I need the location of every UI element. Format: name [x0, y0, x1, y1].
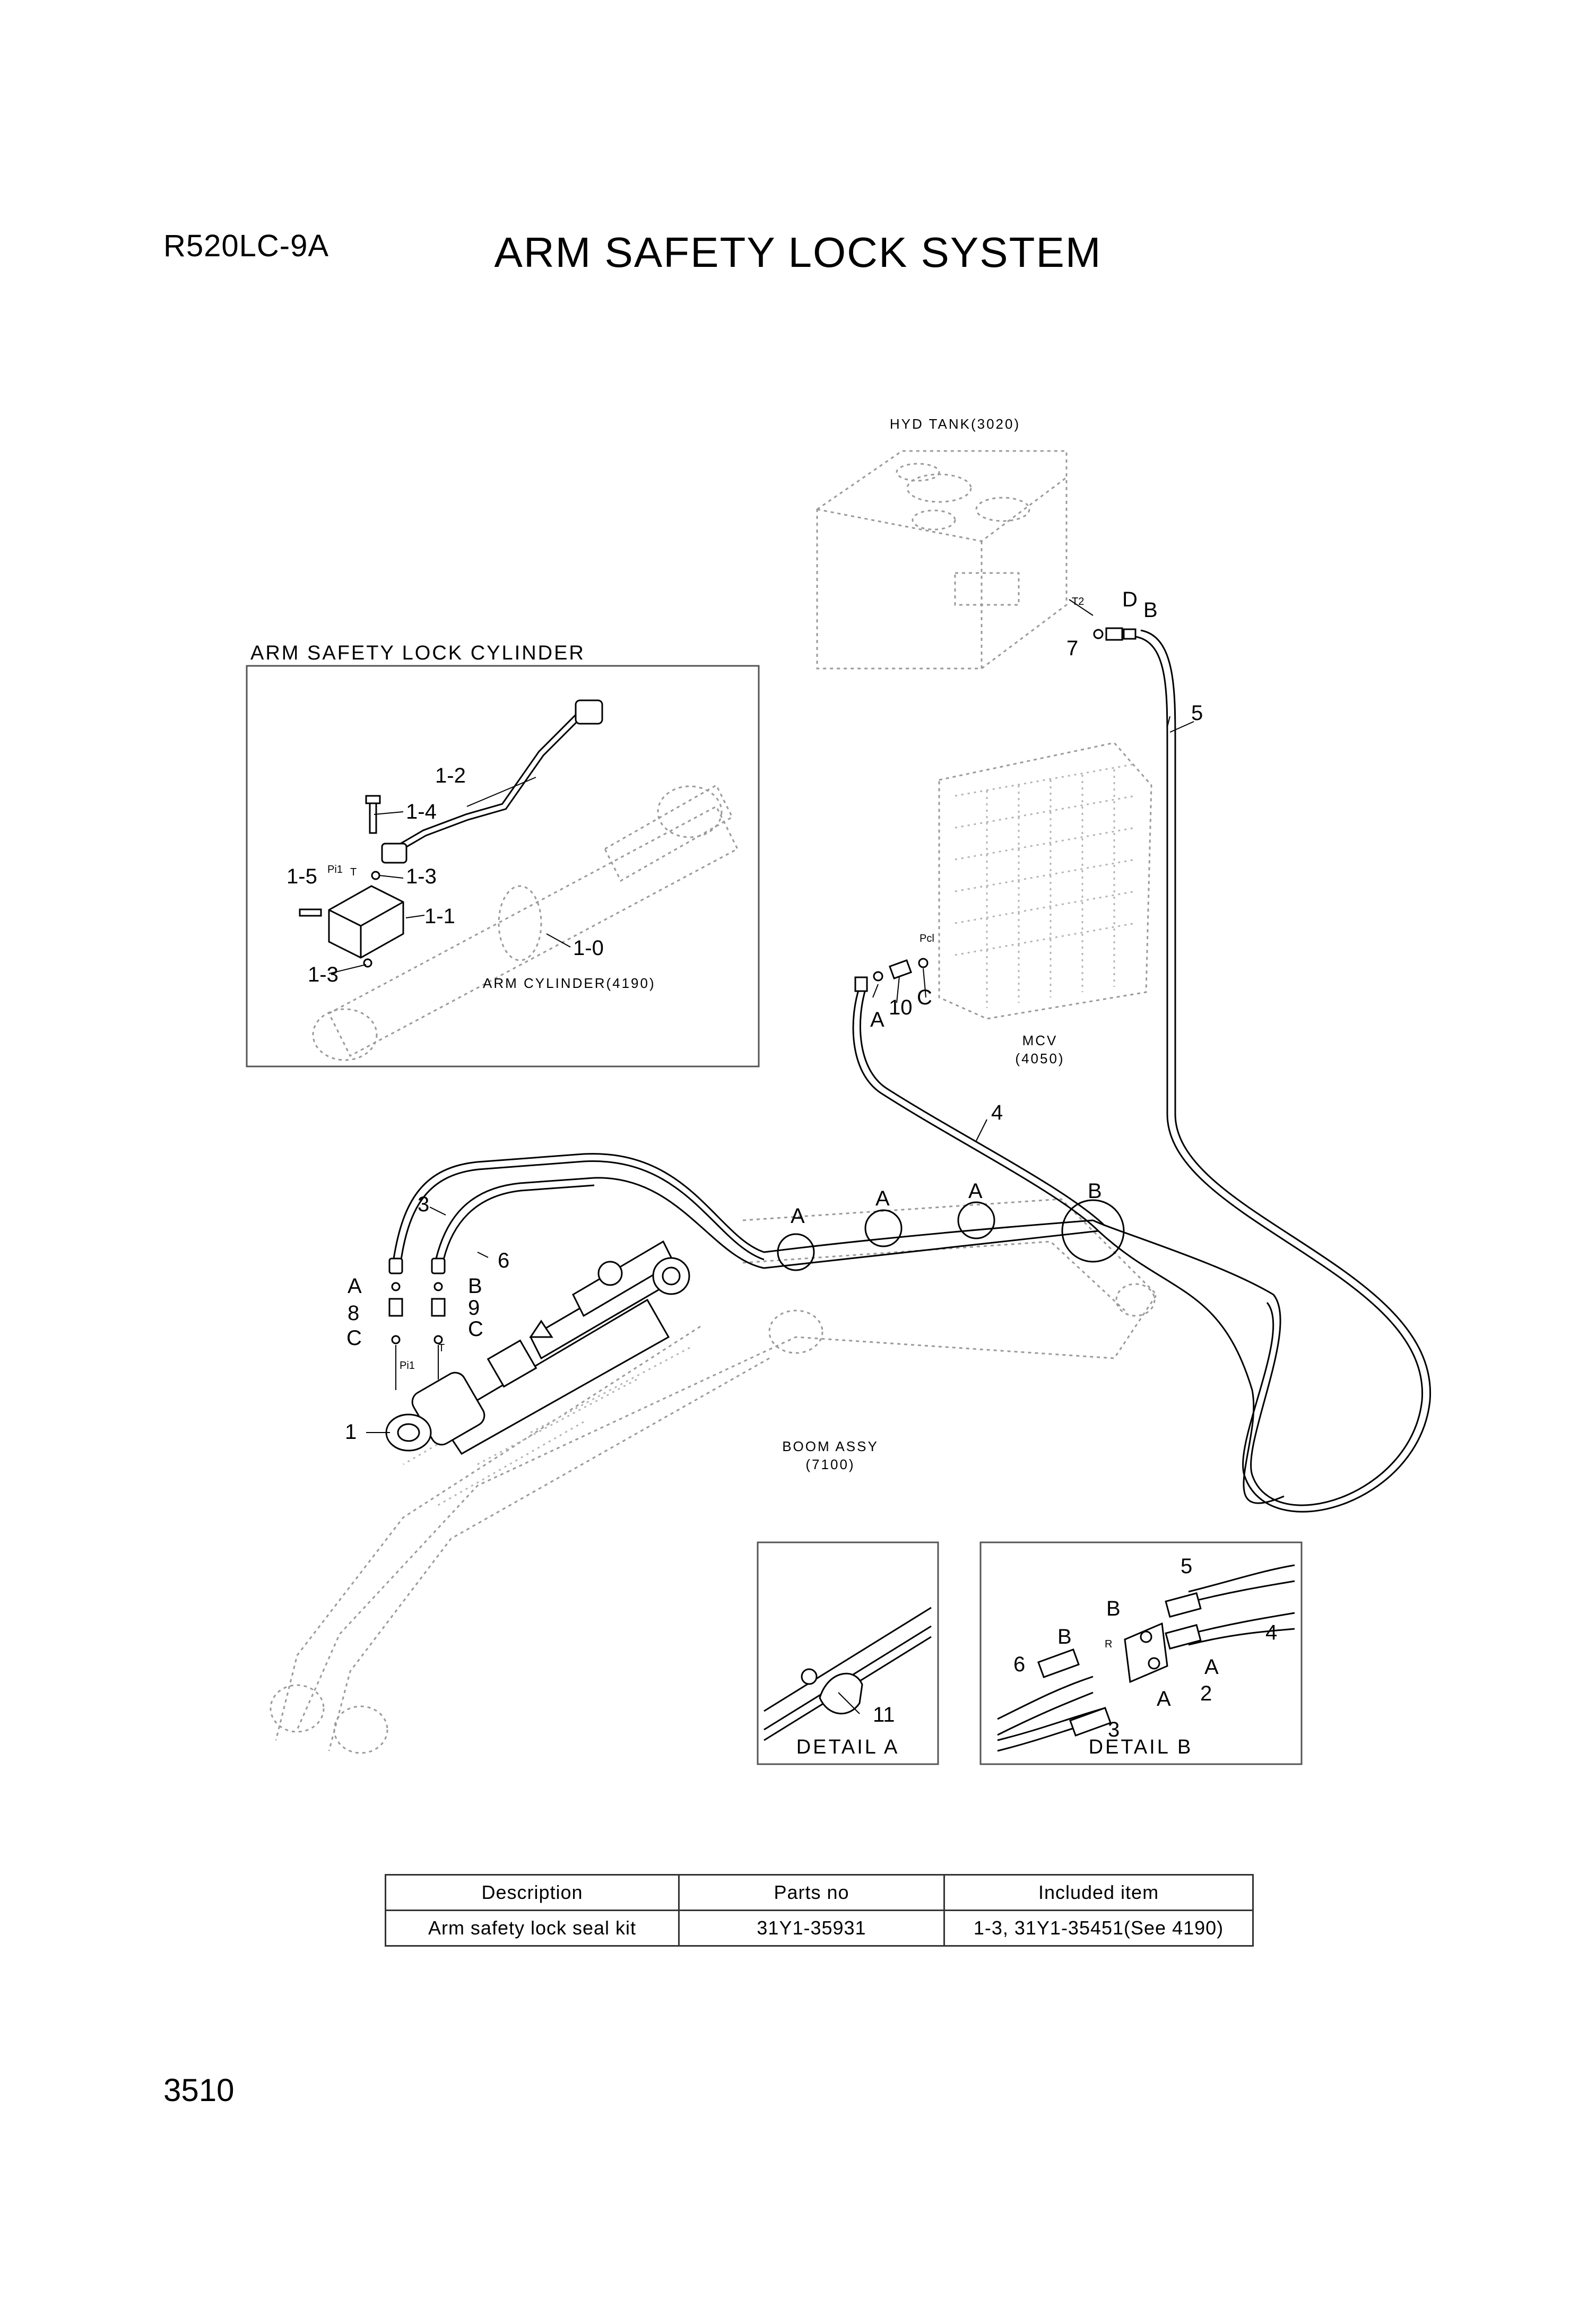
- callout-inset-1-3-lower: 1-3: [308, 963, 339, 986]
- callout-inset-1-3-upper: 1-3: [406, 865, 437, 888]
- callout-mcv-a: A: [870, 1008, 884, 1031]
- callout-mcv-c: C: [917, 986, 932, 1009]
- callout-detail-b-6: 6: [1013, 1653, 1025, 1676]
- callout-inset-1-0: 1-0: [573, 936, 604, 960]
- clamp-markers: [777, 1199, 1125, 1271]
- callout-tank-b: B: [1143, 598, 1158, 622]
- callout-fit-c-left: C: [346, 1326, 362, 1350]
- table-row: Arm safety lock seal kit 31Y1-35931 1-3,…: [385, 1910, 1254, 1947]
- inset-arm-safety-lock-cylinder: ARM SAFETY LOCK CYLINDER: [246, 642, 760, 1068]
- callout-detail-b-3: 3: [1108, 1718, 1120, 1741]
- tank-fittings: [1093, 627, 1137, 641]
- detail-b-caption: DETAIL B: [1089, 1736, 1193, 1758]
- cell-parts-no: 31Y1-35931: [678, 1910, 945, 1947]
- inset-port-t: T: [350, 866, 357, 878]
- mcv-fittings: [854, 958, 929, 992]
- hyd-tank: HYD TANK(3020): [816, 416, 1068, 670]
- callout-tank-t2: T2: [1072, 596, 1084, 608]
- callout-fit-9: 9: [468, 1296, 480, 1320]
- callout-hose-5: 5: [1191, 701, 1203, 725]
- inset-title: ARM SAFETY LOCK CYLINDER: [250, 642, 585, 664]
- callout-detail-b-5: 5: [1181, 1555, 1192, 1578]
- callout-detail-a-2: A: [875, 1187, 890, 1210]
- detail-a: DETAIL A: [757, 1541, 939, 1765]
- callout-mcv-pcl: Pcl: [920, 933, 934, 944]
- cell-included-item: 1-3, 31Y1-35451(See 4190): [943, 1910, 1254, 1947]
- callout-detail-b-b-lower: B: [1057, 1625, 1072, 1648]
- callout-port-pi1: Pi1: [400, 1360, 415, 1372]
- callout-detail-a-3: A: [968, 1179, 983, 1203]
- mcv: MCV (4050): [938, 742, 1152, 1066]
- detail-a-caption: DETAIL A: [796, 1736, 900, 1758]
- leader-lines: [328, 599, 1194, 1714]
- callout-port-t: T: [438, 1342, 445, 1354]
- boom-assembly: BOOM ASSY (7100): [270, 1198, 1158, 1754]
- callout-fit-a: A: [348, 1274, 362, 1298]
- page-title: ARM SAFETY LOCK SYSTEM: [494, 229, 1102, 276]
- callout-detail-b-r: R: [1105, 1638, 1112, 1650]
- callout-detail-b-2: 2: [1200, 1682, 1212, 1705]
- callout-detail-b-a-lower: A: [1157, 1687, 1171, 1711]
- detail-b: DETAIL B: [979, 1541, 1303, 1765]
- callout-inset-1-4: 1-4: [406, 800, 437, 823]
- fitting-stack: [388, 1257, 446, 1390]
- callout-mcv-10: 10: [889, 996, 913, 1019]
- column-header-description: Description: [385, 1874, 680, 1911]
- callout-fit-b: B: [468, 1274, 482, 1298]
- callout-tank-7: 7: [1066, 637, 1078, 660]
- callout-inset-1-2: 1-2: [435, 764, 466, 787]
- callout-hose-6: 6: [498, 1249, 509, 1272]
- hose-5: [1092, 629, 1431, 1513]
- mcv-label-line1: MCV: [1022, 1032, 1058, 1048]
- column-header-included-item: Included item: [943, 1874, 1254, 1911]
- parts-table-header-row: Description Parts no Included item: [385, 1874, 1254, 1911]
- page-number: 3510: [163, 2072, 235, 2108]
- boom-label-line1: BOOM ASSY: [782, 1438, 879, 1454]
- callout-tank-d: D: [1122, 588, 1138, 611]
- arm-cylinder-label: ARM CYLINDER(4190): [483, 975, 656, 991]
- arm-cylinder-main: [385, 1240, 690, 1455]
- hose-6: [435, 1177, 1099, 1269]
- mcv-label-line2: (4050): [1015, 1051, 1064, 1066]
- column-header-parts-no: Parts no: [678, 1874, 945, 1911]
- callout-inset-1-5: 1-5: [287, 865, 317, 888]
- callout-detail-a-1: A: [791, 1204, 805, 1228]
- callout-detail-b-4: 4: [1265, 1621, 1277, 1644]
- hose-4: [852, 986, 1285, 1504]
- callout-hose-4: 4: [991, 1101, 1003, 1124]
- callout-fit-c-right: C: [468, 1317, 483, 1341]
- model-number: R520LC-9A: [163, 229, 329, 263]
- callout-fit-8: 8: [348, 1301, 359, 1325]
- callout-detail-b-a-right: A: [1204, 1655, 1219, 1679]
- hose-3: [393, 1153, 1094, 1261]
- cell-description: Arm safety lock seal kit: [385, 1910, 680, 1947]
- callout-detail-a-11: 11: [873, 1703, 895, 1726]
- parts-table: Description Parts no Included item Arm s…: [385, 1874, 1254, 1947]
- hyd-tank-label: HYD TANK(3020): [890, 416, 1020, 432]
- inset-port-pi1: Pi1: [327, 864, 343, 875]
- callout-cylinder-1: 1: [345, 1420, 357, 1444]
- boom-label-line2: (7100): [805, 1456, 855, 1472]
- callout-detail-b-b-upper: B: [1106, 1597, 1121, 1620]
- callout-detail-b: B: [1088, 1179, 1102, 1203]
- callout-inset-1-1: 1-1: [424, 905, 455, 928]
- callout-hose-3: 3: [418, 1193, 429, 1216]
